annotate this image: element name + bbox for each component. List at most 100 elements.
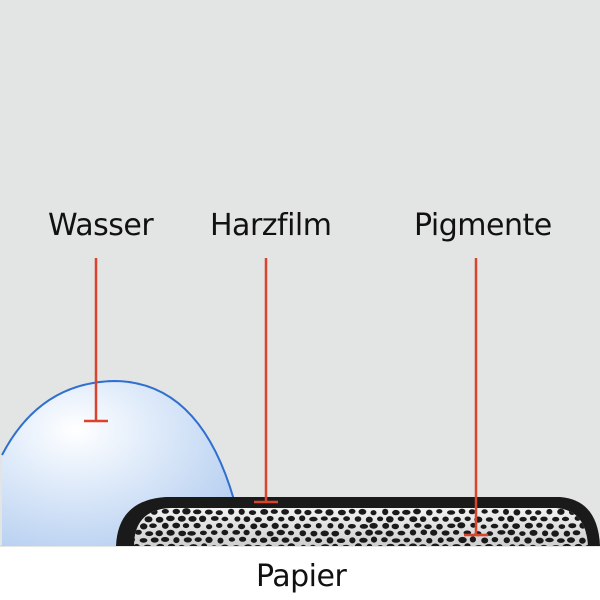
pigment-dot bbox=[304, 509, 312, 516]
pigment-dot bbox=[382, 522, 390, 529]
pigment-dot bbox=[524, 522, 534, 529]
pigment-dot bbox=[409, 543, 417, 546]
pigment-dot bbox=[271, 522, 279, 530]
pigment-dot bbox=[424, 524, 432, 530]
pigment-dot bbox=[354, 543, 362, 546]
pigment-dot bbox=[486, 531, 494, 536]
pigment-dot bbox=[546, 523, 554, 530]
pigment-dot bbox=[366, 543, 373, 546]
pigment-dot bbox=[309, 544, 316, 546]
pigment-dot bbox=[513, 509, 521, 516]
pigment-dot bbox=[381, 537, 388, 543]
pigment-dot bbox=[250, 523, 258, 530]
pigment-dot bbox=[563, 530, 571, 537]
pigment-dot bbox=[468, 509, 476, 515]
pigment-dot bbox=[315, 523, 322, 529]
pigment-dot bbox=[281, 509, 289, 515]
pigment-dot bbox=[518, 544, 526, 546]
pigment-dot bbox=[568, 523, 577, 529]
pigment-dot bbox=[420, 529, 428, 536]
pigment-dot bbox=[238, 508, 245, 515]
pigment-dot bbox=[397, 516, 405, 522]
pigment-dot bbox=[239, 536, 247, 542]
pigment-dot bbox=[344, 529, 351, 536]
pigment-dot bbox=[320, 516, 328, 521]
pigment-dot bbox=[574, 543, 583, 546]
pigment-dot bbox=[303, 523, 312, 529]
pigment-dot bbox=[193, 509, 202, 515]
pigment-dot bbox=[265, 544, 273, 546]
pigment-dot bbox=[480, 524, 487, 529]
pigment-dot bbox=[414, 537, 422, 543]
pigment-dot bbox=[402, 509, 411, 515]
pigment-dot bbox=[227, 508, 235, 515]
pigment-dot bbox=[391, 538, 401, 543]
pigment-dot bbox=[183, 537, 192, 543]
leader-pigments bbox=[464, 258, 488, 537]
pigment-dot bbox=[458, 536, 467, 544]
pigment-dot bbox=[194, 537, 202, 542]
pigment-dot bbox=[288, 515, 295, 522]
label-pigments: Pigmente bbox=[414, 208, 552, 243]
pigment-dot bbox=[503, 537, 510, 544]
pigment-dot bbox=[182, 508, 191, 515]
pigment-dot bbox=[491, 537, 499, 543]
pigment-dot bbox=[447, 523, 456, 529]
pigment-dot bbox=[359, 537, 368, 543]
pigment-dot bbox=[509, 544, 516, 546]
pigment-dot bbox=[432, 516, 439, 522]
pigment-dot bbox=[452, 544, 461, 546]
pigment-dot bbox=[155, 516, 164, 523]
pigment-dot bbox=[294, 523, 301, 530]
pigment-dot bbox=[507, 515, 515, 522]
pigment-dot bbox=[270, 536, 279, 542]
pigment-dot bbox=[210, 516, 219, 521]
pigment-dot bbox=[143, 544, 152, 546]
pigment-dot bbox=[343, 516, 350, 522]
pigment-dot bbox=[150, 537, 159, 543]
pigment-dot bbox=[327, 523, 334, 529]
pigment-dot bbox=[512, 523, 520, 529]
pigment-dot bbox=[201, 543, 208, 546]
pigment-dot bbox=[166, 515, 175, 522]
pigment-dot bbox=[135, 529, 142, 535]
pigment-dot bbox=[446, 537, 455, 542]
pigment-dots bbox=[134, 508, 588, 546]
pigment-dot bbox=[227, 523, 234, 529]
pigment-dot bbox=[572, 530, 581, 536]
pigment-dot bbox=[370, 536, 378, 543]
pigment-dot bbox=[248, 510, 257, 515]
pigment-dot bbox=[255, 530, 262, 536]
pigment-dot bbox=[210, 530, 218, 535]
pigment-dot bbox=[234, 516, 241, 522]
pigment-dot bbox=[535, 537, 544, 544]
pigment-dot bbox=[497, 530, 506, 535]
pigment-dot bbox=[161, 537, 170, 542]
pigment-dot bbox=[336, 538, 346, 543]
pigment-dot bbox=[294, 509, 302, 515]
pigment-dot bbox=[172, 508, 180, 515]
pigment-dot bbox=[266, 515, 274, 522]
pigment-dot bbox=[243, 544, 253, 546]
pigment-dot bbox=[314, 538, 323, 544]
pigment-dot bbox=[276, 529, 285, 536]
pigment-dot bbox=[426, 537, 433, 544]
pigment-dot bbox=[188, 516, 197, 522]
pigment-dot bbox=[458, 508, 466, 514]
pigment-dot bbox=[579, 537, 586, 544]
pigment-dot bbox=[403, 537, 411, 543]
pigment-dot bbox=[331, 530, 340, 537]
pigment-dot bbox=[281, 537, 290, 543]
pigment-dot bbox=[293, 537, 300, 543]
pigment-dot bbox=[496, 544, 503, 546]
pigment-dot bbox=[437, 537, 444, 543]
pigment-dot bbox=[310, 530, 318, 537]
pigment-dot bbox=[447, 510, 456, 515]
pigment-dot bbox=[397, 530, 406, 536]
pigment-dot bbox=[140, 523, 148, 530]
pigment-dot bbox=[320, 530, 329, 537]
pigment-dot bbox=[314, 509, 323, 514]
pigment-dot bbox=[386, 543, 395, 546]
pigment-dot bbox=[413, 508, 421, 515]
pigment-dot bbox=[305, 537, 312, 542]
